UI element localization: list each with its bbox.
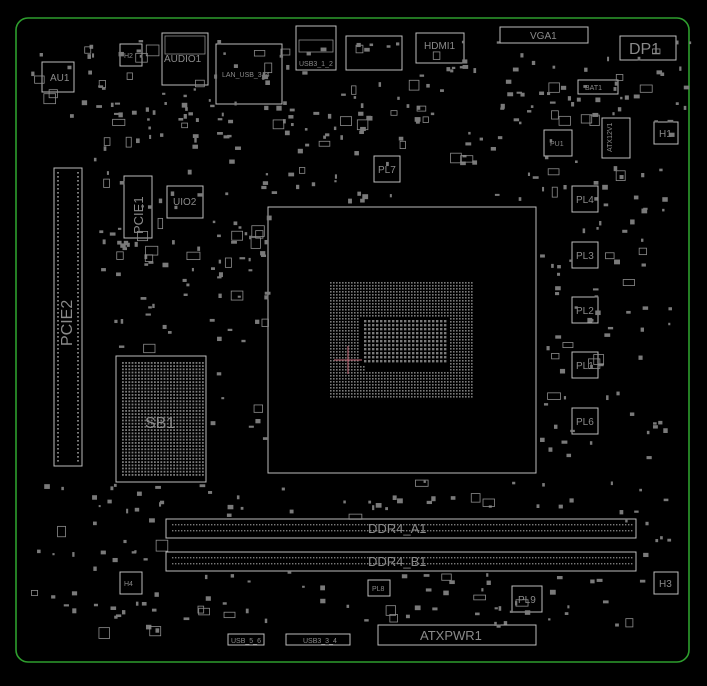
pl8-label: PL8 bbox=[372, 586, 385, 593]
pl6-label: PL6 bbox=[576, 417, 594, 428]
cpu-pin-grid bbox=[330, 282, 473, 398]
ddr4-b1-slot: DDR4_B1 bbox=[165, 551, 637, 572]
sb1-ball-grid bbox=[122, 362, 204, 476]
h4-label: H4 bbox=[124, 581, 133, 588]
uio2-label: UIO2 bbox=[173, 197, 197, 208]
usb-5-6-header: USB_5_6 bbox=[227, 633, 265, 646]
pl9-inductor: PL9 bbox=[511, 585, 543, 613]
small-components bbox=[31, 40, 692, 639]
pl6-inductor: PL6 bbox=[571, 407, 599, 435]
cpu-socket bbox=[267, 206, 537, 474]
sb1-label: SB1 bbox=[145, 415, 175, 432]
atxpwr1-label: ATXPWR1 bbox=[420, 628, 482, 643]
pl2-inductor: PL2 bbox=[571, 296, 599, 324]
sb1-chipset: SB1 bbox=[115, 355, 207, 483]
usb-top-connector: USB3_1_2 bbox=[295, 25, 337, 71]
uio2-chip: UIO2 bbox=[166, 185, 204, 219]
h1-mount-hole: H1 bbox=[653, 121, 679, 145]
pl7-inductor: PL7 bbox=[373, 155, 401, 183]
h4-mount-hole: H4 bbox=[119, 571, 143, 595]
usb-7-8-header: USB3_3_4 bbox=[285, 633, 351, 646]
lan-usb-connector: LAN_USB_3_4 bbox=[215, 43, 283, 105]
pl9-label: PL9 bbox=[518, 595, 536, 606]
ddr4-a1-slot: DDR4_A1 bbox=[165, 518, 637, 539]
hdmi1-connector: HDMI1 bbox=[415, 32, 465, 64]
pl4-inductor: PL4 bbox=[571, 185, 599, 213]
usb-top-label: USB3_1_2 bbox=[299, 61, 333, 68]
pcie2-slot: PCIE2 bbox=[53, 167, 83, 467]
dp1-connector: DP1 bbox=[619, 35, 677, 61]
atxpwr1-connector: ATXPWR1 bbox=[377, 624, 537, 646]
pl1-label: PL1 bbox=[576, 361, 594, 372]
audio1-label: AUDIO1 bbox=[164, 54, 202, 65]
ddr4-b1-label: DDR4_B1 bbox=[368, 554, 427, 569]
h1-label: H1 bbox=[659, 129, 672, 140]
atx12v1-connector: ATX12V1 bbox=[601, 117, 631, 159]
au1-chip: AU1 bbox=[41, 61, 75, 93]
h3-mount-hole: H3 bbox=[653, 571, 679, 595]
pl3-label: PL3 bbox=[576, 251, 594, 262]
pu1-chip: PU1 bbox=[543, 129, 573, 157]
pcie2-label: PCIE2 bbox=[59, 300, 76, 346]
au1-label: AU1 bbox=[50, 73, 70, 84]
ddr4-a1-label: DDR4_A1 bbox=[368, 521, 427, 536]
bat1-battery: BAT1 bbox=[577, 79, 619, 95]
hdmi1-label: HDMI1 bbox=[424, 41, 456, 52]
vga1-connector: VGA1 bbox=[499, 26, 589, 44]
dp1-label: DP1 bbox=[629, 41, 660, 58]
usb-5-6-label: USB_5_6 bbox=[231, 638, 261, 645]
pu1-label: PU1 bbox=[550, 141, 564, 148]
usb-block-2 bbox=[345, 35, 403, 71]
pcie1-slot: PCIE1 bbox=[123, 175, 153, 239]
usb-7-8-label: USB3_3_4 bbox=[303, 638, 337, 645]
bat1-label: BAT1 bbox=[585, 85, 602, 92]
pl7-label: PL7 bbox=[378, 165, 396, 176]
pl4-label: PL4 bbox=[576, 195, 594, 206]
pcie2-pins bbox=[57, 172, 79, 462]
board-edge bbox=[15, 17, 690, 663]
pcie1-label: PCIE1 bbox=[131, 196, 146, 234]
h2-label: H2 bbox=[124, 53, 133, 60]
lan-usb-label: LAN_USB_3_4 bbox=[222, 72, 270, 79]
audio1-connector: AUDIO1 bbox=[161, 32, 209, 86]
atx12v1-label: ATX12V1 bbox=[607, 122, 614, 152]
vga1-label: VGA1 bbox=[530, 31, 557, 42]
pl2-label: PL2 bbox=[576, 306, 594, 317]
h3-label: H3 bbox=[659, 579, 672, 590]
pl3-inductor: PL3 bbox=[571, 241, 599, 269]
pl8-inductor: PL8 bbox=[367, 579, 391, 597]
